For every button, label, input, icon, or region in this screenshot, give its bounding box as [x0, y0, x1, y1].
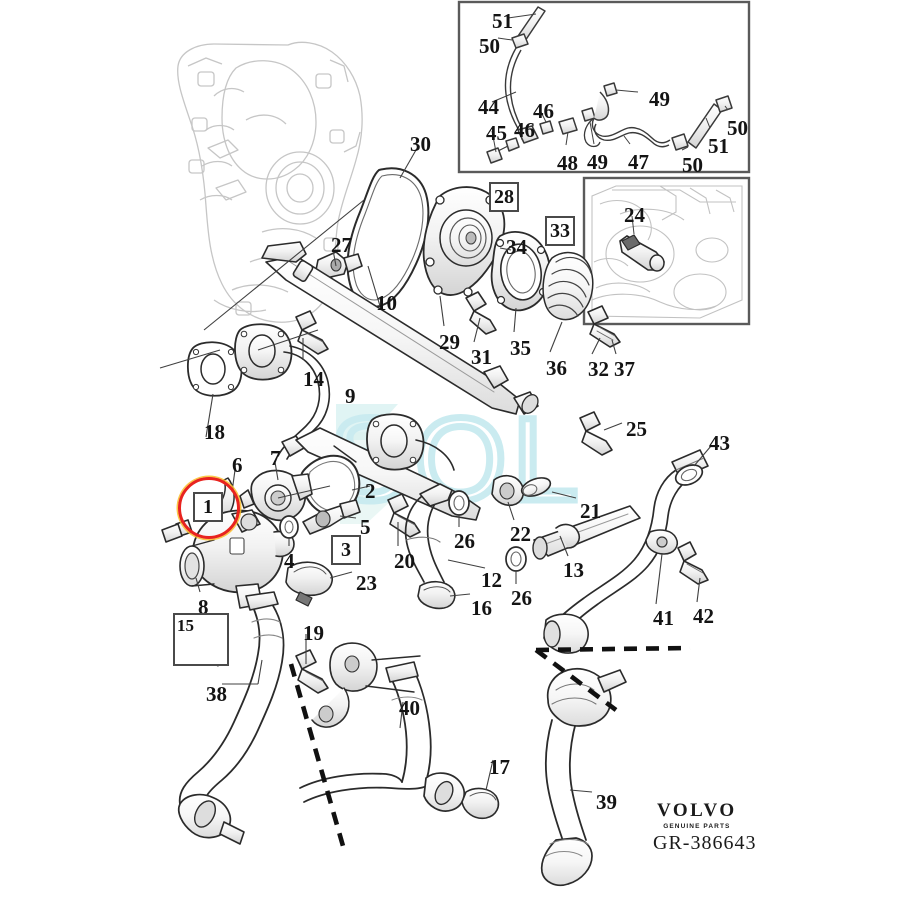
boxed-callout-28: 28 [489, 182, 519, 212]
part-22-fitting [491, 474, 525, 507]
callout-12: 12 [481, 568, 502, 592]
callout-8: 8 [198, 595, 209, 619]
callout-7: 7 [270, 446, 281, 470]
part-26-oring-upper [448, 490, 470, 516]
part-25-bolt [579, 411, 613, 456]
callout-24: 24 [624, 203, 645, 227]
callout-38: 38 [206, 682, 227, 706]
boxed-callout-33: 33 [545, 216, 575, 246]
callout-36: 36 [546, 356, 567, 380]
callout-51: 51 [492, 9, 513, 33]
callout-26: 26 [511, 586, 532, 610]
callout-19: 19 [303, 621, 324, 645]
callout-27: 27 [331, 233, 352, 257]
callout-49: 49 [649, 87, 670, 111]
callout-20: 20 [394, 549, 415, 573]
inset-engine-leader [631, 215, 635, 235]
highlight-ring [178, 477, 240, 539]
part-36-spring [542, 251, 594, 321]
part-18-flange-gasket [186, 341, 243, 397]
callout-10: 10 [376, 291, 397, 315]
callout-48: 48 [557, 151, 578, 175]
boxed-callout-3: 3 [331, 535, 361, 565]
part-40-hose [299, 661, 500, 820]
part-13-pipe [532, 505, 641, 560]
callout-41: 41 [653, 606, 674, 630]
callout-43: 43 [709, 431, 730, 455]
callout-51: 51 [708, 134, 729, 158]
part-41-pipe [543, 449, 709, 654]
callout-40: 40 [399, 696, 420, 720]
part-24-sensor [619, 234, 665, 272]
callout-31: 31 [471, 345, 492, 369]
callout-17: 17 [489, 755, 510, 779]
volvo-logo: VOLVO GENUINE PARTS [657, 800, 737, 830]
callout-30: 30 [410, 132, 431, 156]
callout-16: 16 [471, 596, 492, 620]
part-30-gasket [346, 167, 430, 308]
callout-21: 21 [580, 499, 601, 523]
boxed-callout-15: 15 [173, 613, 229, 666]
callout-2: 2 [365, 479, 376, 503]
part-code-text: GR-386643 [653, 832, 757, 854]
bracket-assembly [311, 642, 421, 728]
inset-engine-block [591, 185, 743, 319]
dashed-section-line [288, 645, 691, 847]
callout-45: 45 [486, 121, 507, 145]
volvo-brand-subtext: GENUINE PARTS [663, 823, 731, 830]
callout-44: 44 [478, 95, 499, 119]
part-23-clamp [285, 561, 333, 607]
part-10-pipe [261, 241, 539, 415]
callout-23: 23 [356, 571, 377, 595]
callout-22: 22 [510, 522, 531, 546]
callout-26: 26 [454, 529, 475, 553]
callout-47: 47 [628, 150, 649, 174]
leader-lines [159, 149, 712, 793]
callout-18: 18 [204, 420, 225, 444]
left-flange-tube [234, 323, 331, 460]
inset-box-engine [582, 176, 751, 326]
inset-leader-lines [491, 13, 729, 153]
callout-6: 6 [232, 453, 243, 477]
boxed-callout-1: 1 [193, 492, 223, 522]
callout-39: 39 [596, 790, 617, 814]
main-assembly [161, 167, 709, 887]
callout-50: 50 [682, 153, 703, 177]
part-21-sleeve [520, 477, 552, 497]
inset-hose-assembly [486, 6, 733, 164]
callout-42: 42 [693, 604, 714, 628]
part-26-oring-lower [505, 546, 527, 572]
callout-34: 34 [506, 235, 527, 259]
callout-5: 5 [360, 515, 371, 539]
part-38-hose [177, 591, 285, 845]
callout-32: 32 [588, 357, 609, 381]
part-34-35-seal [490, 231, 551, 312]
callout-4: 4 [284, 549, 295, 573]
part-20-bolt [387, 493, 421, 538]
part-27-sensor [315, 251, 363, 279]
callout-14: 14 [303, 367, 324, 391]
callout-9: 9 [345, 384, 356, 408]
part-5-sensor [302, 499, 361, 535]
callout-46: 46 [533, 99, 554, 123]
callout-49: 49 [587, 150, 608, 174]
callout-13: 13 [563, 558, 584, 582]
part-39-hose [540, 667, 627, 887]
part-31-bolt [465, 291, 497, 335]
callout-37: 37 [614, 357, 635, 381]
callout-46: 46 [514, 118, 535, 142]
callout-50: 50 [727, 116, 748, 140]
callout-50: 50 [479, 34, 500, 58]
callout-25: 25 [626, 417, 647, 441]
callout-29: 29 [439, 330, 460, 354]
part-14-bolt [295, 310, 329, 355]
part-12-hose [404, 483, 456, 610]
part-19-bolt [295, 649, 329, 694]
part-4-oring [279, 515, 299, 539]
callout-35: 35 [510, 336, 531, 360]
volvo-brand-text: VOLVO [657, 800, 737, 821]
